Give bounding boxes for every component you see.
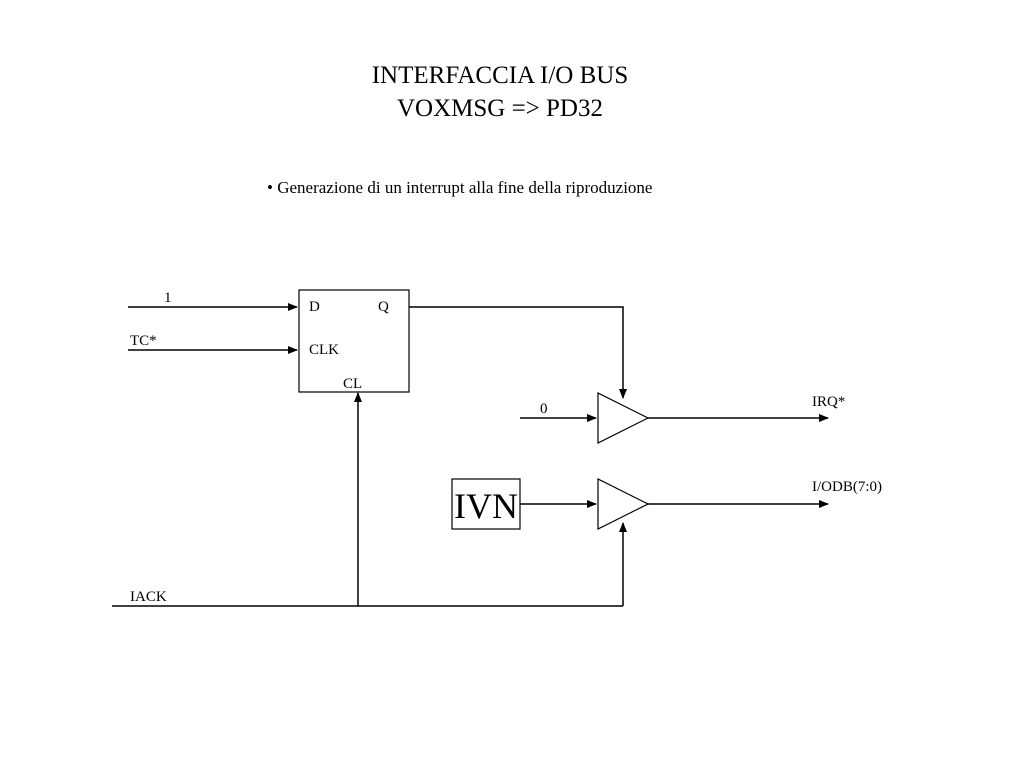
slide-title-line-1: INTERFACCIA I/O BUS — [371, 62, 629, 89]
iodb-tristate-buffer — [597, 478, 650, 530]
flip-flop-pin-cl: CL — [343, 376, 362, 392]
ivn-label: IVN — [454, 486, 518, 526]
buffer-zero-input-label: 0 — [540, 401, 548, 417]
bullet-point: • Generazione di un interrupt alla fine … — [267, 178, 653, 197]
irq-output-label: IRQ* — [812, 394, 845, 410]
d-input-label: 1 — [164, 290, 172, 306]
flip-flop-pin-d: D — [309, 299, 320, 315]
iodb-output-label: I/ODB(7:0) — [812, 479, 882, 495]
q-output-wire — [409, 306, 627, 399]
flip-flop-pin-q: Q — [378, 299, 389, 315]
iack-label: IACK — [130, 589, 167, 605]
flip-flop-pin-clk: CLK — [309, 342, 339, 358]
clk-input-label: TC* — [130, 333, 157, 349]
irq-tristate-buffer — [597, 392, 650, 444]
slide-title-line-2: VOXMSG => PD32 — [396, 95, 603, 122]
